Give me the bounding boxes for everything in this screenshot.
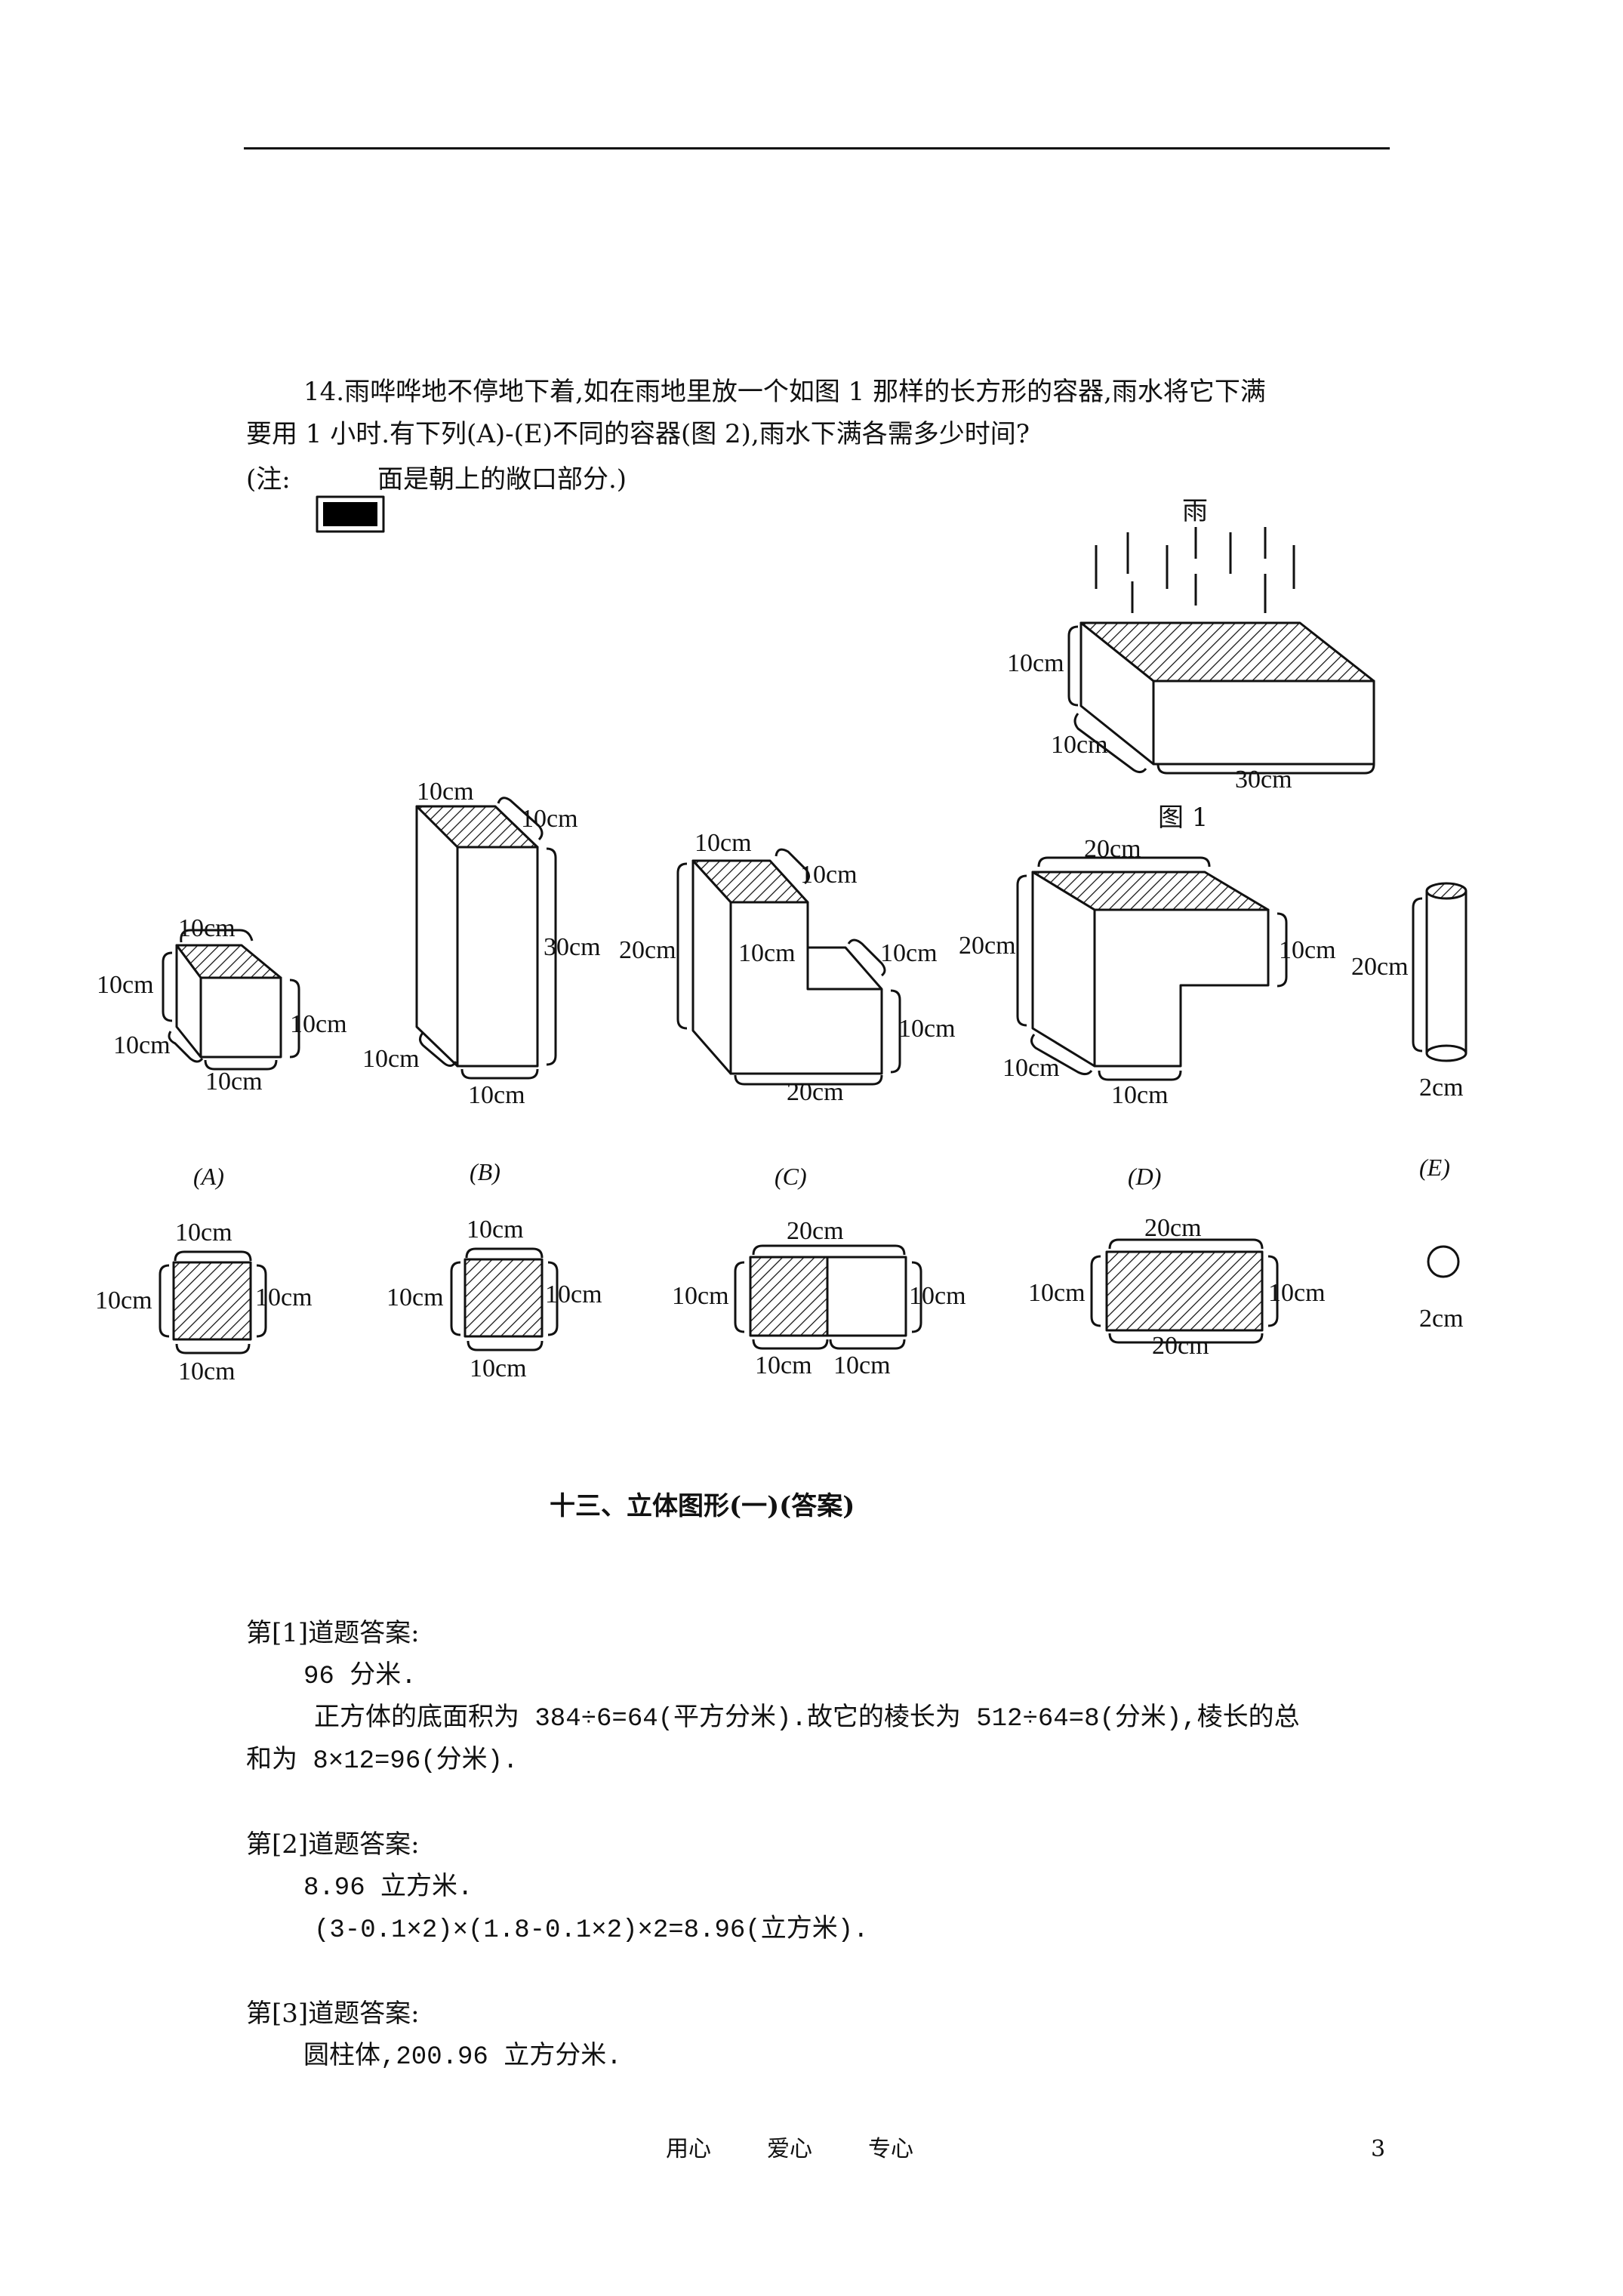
caption-e: (E) — [1419, 1154, 1450, 1181]
tve-diameter: 2cm — [1419, 1305, 1464, 1333]
rain-label: 雨 — [1182, 496, 1208, 526]
caption-d: (D) — [1128, 1163, 1162, 1190]
footer-motto-1: 用心 — [666, 2136, 711, 2162]
caption-b: (B) — [470, 1158, 500, 1185]
tvc-bottom-2: 10cm — [833, 1351, 891, 1379]
answer-3-result: 圆柱体,200.96 立方分米. — [303, 2043, 622, 2072]
tvb-bottom: 10cm — [470, 1354, 527, 1382]
answer-2-head: 第[2]道题答案: — [246, 1829, 420, 1860]
c-step: 10cm — [880, 939, 938, 967]
fig1-height: 10cm — [1007, 649, 1064, 677]
answer-2-expl: (3-0.1×2)×(1.8-0.1×2)×2=8.96(立方米). — [314, 1916, 869, 1945]
topview-a — [172, 1261, 252, 1341]
answer-1-result: 96 分米. — [303, 1663, 417, 1691]
b-height: 30cm — [544, 933, 601, 961]
d-left: 20cm — [959, 932, 1016, 960]
a-depth: 10cm — [113, 1031, 171, 1059]
tvb-top: 10cm — [467, 1216, 524, 1244]
d-top: 20cm — [1084, 835, 1141, 863]
tvd-right: 10cm — [1268, 1279, 1326, 1307]
tva-bottom: 10cm — [178, 1358, 236, 1385]
fig1-length: 30cm — [1235, 766, 1292, 794]
header-rule — [244, 147, 1390, 149]
answer-3-head: 第[3]道题答案: — [246, 1999, 420, 2029]
caption-c: (C) — [775, 1163, 807, 1190]
c-top-right: 10cm — [800, 861, 858, 889]
tvb-left: 10cm — [387, 1284, 444, 1311]
a-bottom: 10cm — [205, 1068, 263, 1096]
c-inner: 10cm — [738, 939, 796, 967]
d-depth: 10cm — [1002, 1054, 1060, 1082]
topview-d — [1105, 1250, 1264, 1332]
a-left: 10cm — [97, 971, 154, 999]
figure1-box — [1079, 621, 1375, 766]
tvd-bottom: 20cm — [1152, 1332, 1209, 1360]
tvb-right: 10cm — [545, 1281, 602, 1308]
problem-line-2: 要用 1 小时.有下列(A)-(E)不同的容器(图 2),雨水下满各需多少时间? — [246, 419, 1030, 449]
footer-motto-3: 专心 — [868, 2136, 913, 2162]
c-right: 10cm — [898, 1015, 956, 1043]
d-right: 10cm — [1279, 936, 1336, 964]
fig1-depth: 10cm — [1051, 731, 1108, 759]
answer-2-result: 8.96 立方米. — [303, 1874, 473, 1903]
tva-right: 10cm — [255, 1284, 313, 1311]
b-top: 10cm — [417, 778, 474, 806]
footer-motto-2: 爱心 — [767, 2136, 812, 2162]
answers-section-title: 十三、立体图形(一)(答案) — [550, 1491, 855, 1521]
answer-1-expl-1: 正方体的底面积为 384÷6=64(平方分米).故它的棱长为 512÷64=8(… — [314, 1705, 1300, 1734]
container-e — [1425, 882, 1467, 1062]
tvd-top: 20cm — [1144, 1214, 1202, 1242]
b-top-right: 10cm — [521, 805, 578, 833]
tvc-bottom-1: 10cm — [755, 1351, 812, 1379]
tvd-left: 10cm — [1028, 1279, 1086, 1307]
container-a — [175, 944, 282, 1059]
tvc-left: 10cm — [672, 1282, 729, 1310]
d-bottom: 10cm — [1111, 1081, 1169, 1109]
answer-1-head: 第[1]道题答案: — [246, 1618, 420, 1648]
a-right: 10cm — [290, 1010, 347, 1038]
c-left: 20cm — [619, 936, 676, 964]
tvc-top: 20cm — [787, 1217, 844, 1245]
c-top: 10cm — [694, 829, 752, 857]
b-bottom: 10cm — [468, 1081, 525, 1109]
container-d — [1031, 871, 1270, 1068]
note-suffix: 面是朝上的敞口部分.) — [377, 464, 627, 495]
answer-1-expl-2: 和为 8×12=96(分米). — [246, 1747, 519, 1776]
topview-e — [1427, 1245, 1460, 1278]
rain-lines — [1095, 527, 1295, 613]
a-top: 10cm — [178, 914, 236, 942]
c-bottom: 20cm — [787, 1078, 844, 1106]
page-number: 3 — [1371, 2136, 1386, 2162]
tva-top: 10cm — [175, 1219, 233, 1247]
b-depth: 10cm — [362, 1045, 420, 1073]
e-diameter: 2cm — [1419, 1074, 1464, 1102]
note-prefix: (注: — [246, 464, 291, 495]
topview-c — [749, 1256, 829, 1337]
tva-left: 10cm — [95, 1287, 152, 1314]
fig1-caption: 图 1 — [1158, 803, 1209, 833]
tvc-right: 10cm — [909, 1282, 966, 1310]
topview-b — [463, 1258, 544, 1338]
e-height: 20cm — [1351, 953, 1409, 981]
container-c — [691, 859, 883, 1075]
container-b — [415, 805, 539, 1068]
problem-line-1: 14.雨哗哗地不停地下着,如在雨地里放一个如图 1 那样的长方形的容器,雨水将它… — [303, 377, 1266, 407]
caption-a: (A) — [193, 1163, 224, 1190]
